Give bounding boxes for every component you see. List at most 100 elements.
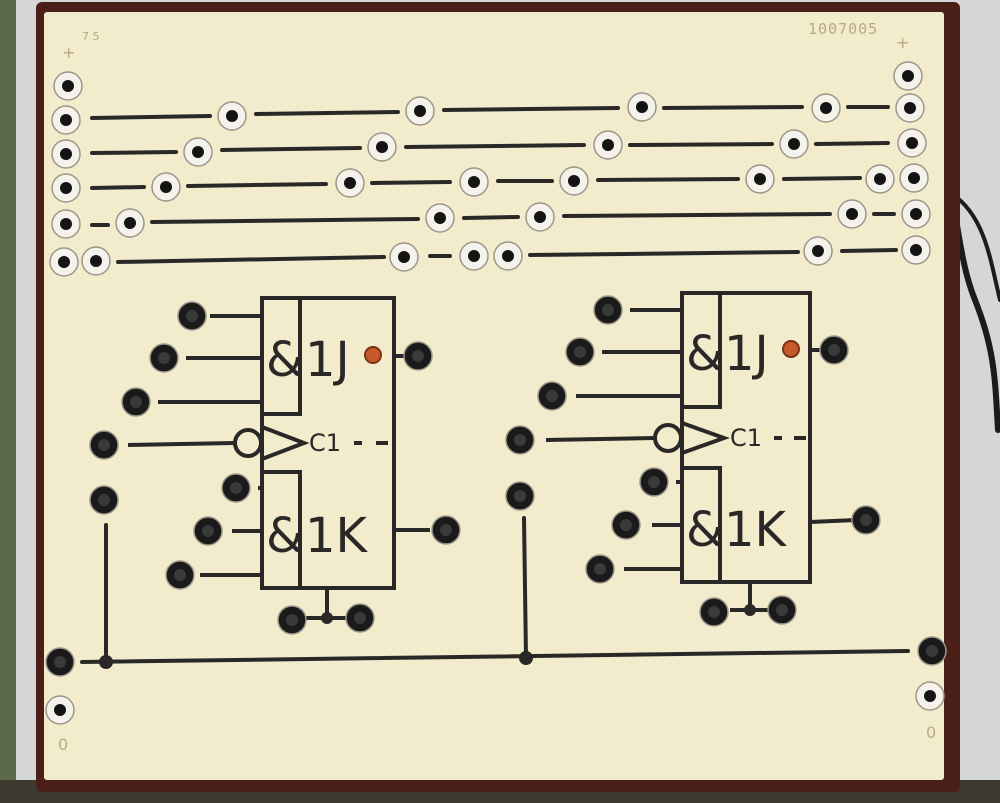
- ff-right-k-and-symbol: &: [686, 502, 723, 558]
- socket-hole: [846, 208, 858, 220]
- white-socket-18[interactable]: [459, 167, 489, 197]
- white-socket-25[interactable]: [425, 203, 455, 233]
- white-socket-15[interactable]: [51, 173, 81, 203]
- black-socket-12[interactable]: [345, 603, 375, 633]
- black-socket-18[interactable]: [639, 467, 669, 497]
- black-socket-20[interactable]: [585, 554, 615, 584]
- black-socket-13[interactable]: [593, 295, 623, 325]
- black-socket-19[interactable]: [611, 510, 641, 540]
- white-socket-12[interactable]: [593, 130, 623, 160]
- black-socket-22[interactable]: [851, 505, 881, 535]
- ff-right-led-icon: [782, 340, 800, 358]
- ff-left-led-icon: [364, 346, 382, 364]
- ff-right-clock-label: C1: [730, 424, 762, 452]
- black-socket-25[interactable]: [45, 647, 75, 677]
- white-socket-37[interactable]: [915, 681, 945, 711]
- socket-hole: [192, 146, 204, 158]
- socket-hole: [98, 494, 110, 506]
- socket-hole: [376, 141, 388, 153]
- ff-right-inversion-bubble-icon: [653, 423, 683, 453]
- socket-hole: [514, 490, 526, 502]
- black-socket-9[interactable]: [403, 341, 433, 371]
- ff-left-j-and-symbol: &: [266, 332, 303, 388]
- black-socket-5[interactable]: [89, 485, 119, 515]
- socket-hole: [620, 519, 632, 531]
- white-socket-5[interactable]: [405, 96, 435, 126]
- white-socket-6[interactable]: [627, 92, 657, 122]
- white-socket-36[interactable]: [45, 695, 75, 725]
- black-socket-11[interactable]: [277, 605, 307, 635]
- white-socket-20[interactable]: [745, 164, 775, 194]
- black-socket-21[interactable]: [819, 335, 849, 365]
- table-edge-left: [0, 0, 16, 803]
- white-socket-17[interactable]: [335, 168, 365, 198]
- white-socket-21[interactable]: [865, 164, 895, 194]
- ff-left-clock-label: C1: [309, 429, 341, 457]
- white-socket-31[interactable]: [389, 242, 419, 272]
- white-socket-26[interactable]: [525, 202, 555, 232]
- black-socket-group: [45, 295, 947, 677]
- socket-hole: [594, 563, 606, 575]
- black-socket-14[interactable]: [565, 337, 595, 367]
- white-socket-1[interactable]: [53, 71, 83, 101]
- white-socket-9[interactable]: [51, 139, 81, 169]
- socket-hole: [62, 80, 74, 92]
- socket-hole: [58, 256, 70, 268]
- socket-hole: [354, 612, 366, 624]
- white-socket-22[interactable]: [899, 163, 929, 193]
- plus-right-label: +: [896, 33, 909, 52]
- white-socket-24[interactable]: [115, 208, 145, 238]
- socket-hole: [158, 352, 170, 364]
- white-socket-3[interactable]: [51, 105, 81, 135]
- ff-right-k-label: 1K: [724, 502, 788, 558]
- white-socket-16[interactable]: [151, 172, 181, 202]
- black-socket-26[interactable]: [917, 636, 947, 666]
- white-socket-30[interactable]: [81, 246, 111, 276]
- white-socket-28[interactable]: [901, 199, 931, 229]
- white-socket-35[interactable]: [901, 235, 931, 265]
- white-socket-32[interactable]: [459, 241, 489, 271]
- flipflop-right: & 1J & 1K C1: [545, 291, 857, 616]
- white-socket-27[interactable]: [837, 199, 867, 229]
- socket-hole: [124, 217, 136, 229]
- white-socket-34[interactable]: [803, 236, 833, 266]
- black-socket-17[interactable]: [505, 481, 535, 511]
- white-socket-13[interactable]: [779, 129, 809, 159]
- socket-hole: [636, 101, 648, 113]
- black-socket-24[interactable]: [767, 595, 797, 625]
- white-socket-33[interactable]: [493, 241, 523, 271]
- black-socket-1[interactable]: [177, 301, 207, 331]
- white-socket-14[interactable]: [897, 128, 927, 158]
- white-socket-2[interactable]: [893, 61, 923, 91]
- socket-hole: [434, 212, 446, 224]
- socket-hole: [174, 569, 186, 581]
- white-socket-10[interactable]: [183, 137, 213, 167]
- black-socket-3[interactable]: [121, 387, 151, 417]
- socket-hole: [860, 514, 872, 526]
- black-socket-10[interactable]: [431, 515, 461, 545]
- socket-hole: [820, 102, 832, 114]
- black-socket-23[interactable]: [699, 597, 729, 627]
- white-socket-19[interactable]: [559, 166, 589, 196]
- white-socket-11[interactable]: [367, 132, 397, 162]
- black-socket-16[interactable]: [505, 425, 535, 455]
- white-socket-group: [45, 61, 945, 725]
- black-socket-6[interactable]: [221, 473, 251, 503]
- white-socket-7[interactable]: [811, 93, 841, 123]
- socket-hole: [412, 350, 424, 362]
- black-socket-7[interactable]: [193, 516, 223, 546]
- white-socket-23[interactable]: [51, 209, 81, 239]
- black-socket-2[interactable]: [149, 343, 179, 373]
- ff-left-clock-triangle-icon: [261, 425, 310, 461]
- socket-hole: [160, 181, 172, 193]
- black-socket-4[interactable]: [89, 430, 119, 460]
- black-socket-15[interactable]: [537, 381, 567, 411]
- ff-right-clock-triangle-icon: [681, 421, 730, 455]
- ff-left-j-label: 1J: [305, 332, 350, 388]
- socket-hole: [812, 245, 824, 257]
- white-socket-4[interactable]: [217, 101, 247, 131]
- white-socket-8[interactable]: [895, 93, 925, 123]
- white-socket-29[interactable]: [49, 247, 79, 277]
- socket-hole: [828, 344, 840, 356]
- black-socket-8[interactable]: [165, 560, 195, 590]
